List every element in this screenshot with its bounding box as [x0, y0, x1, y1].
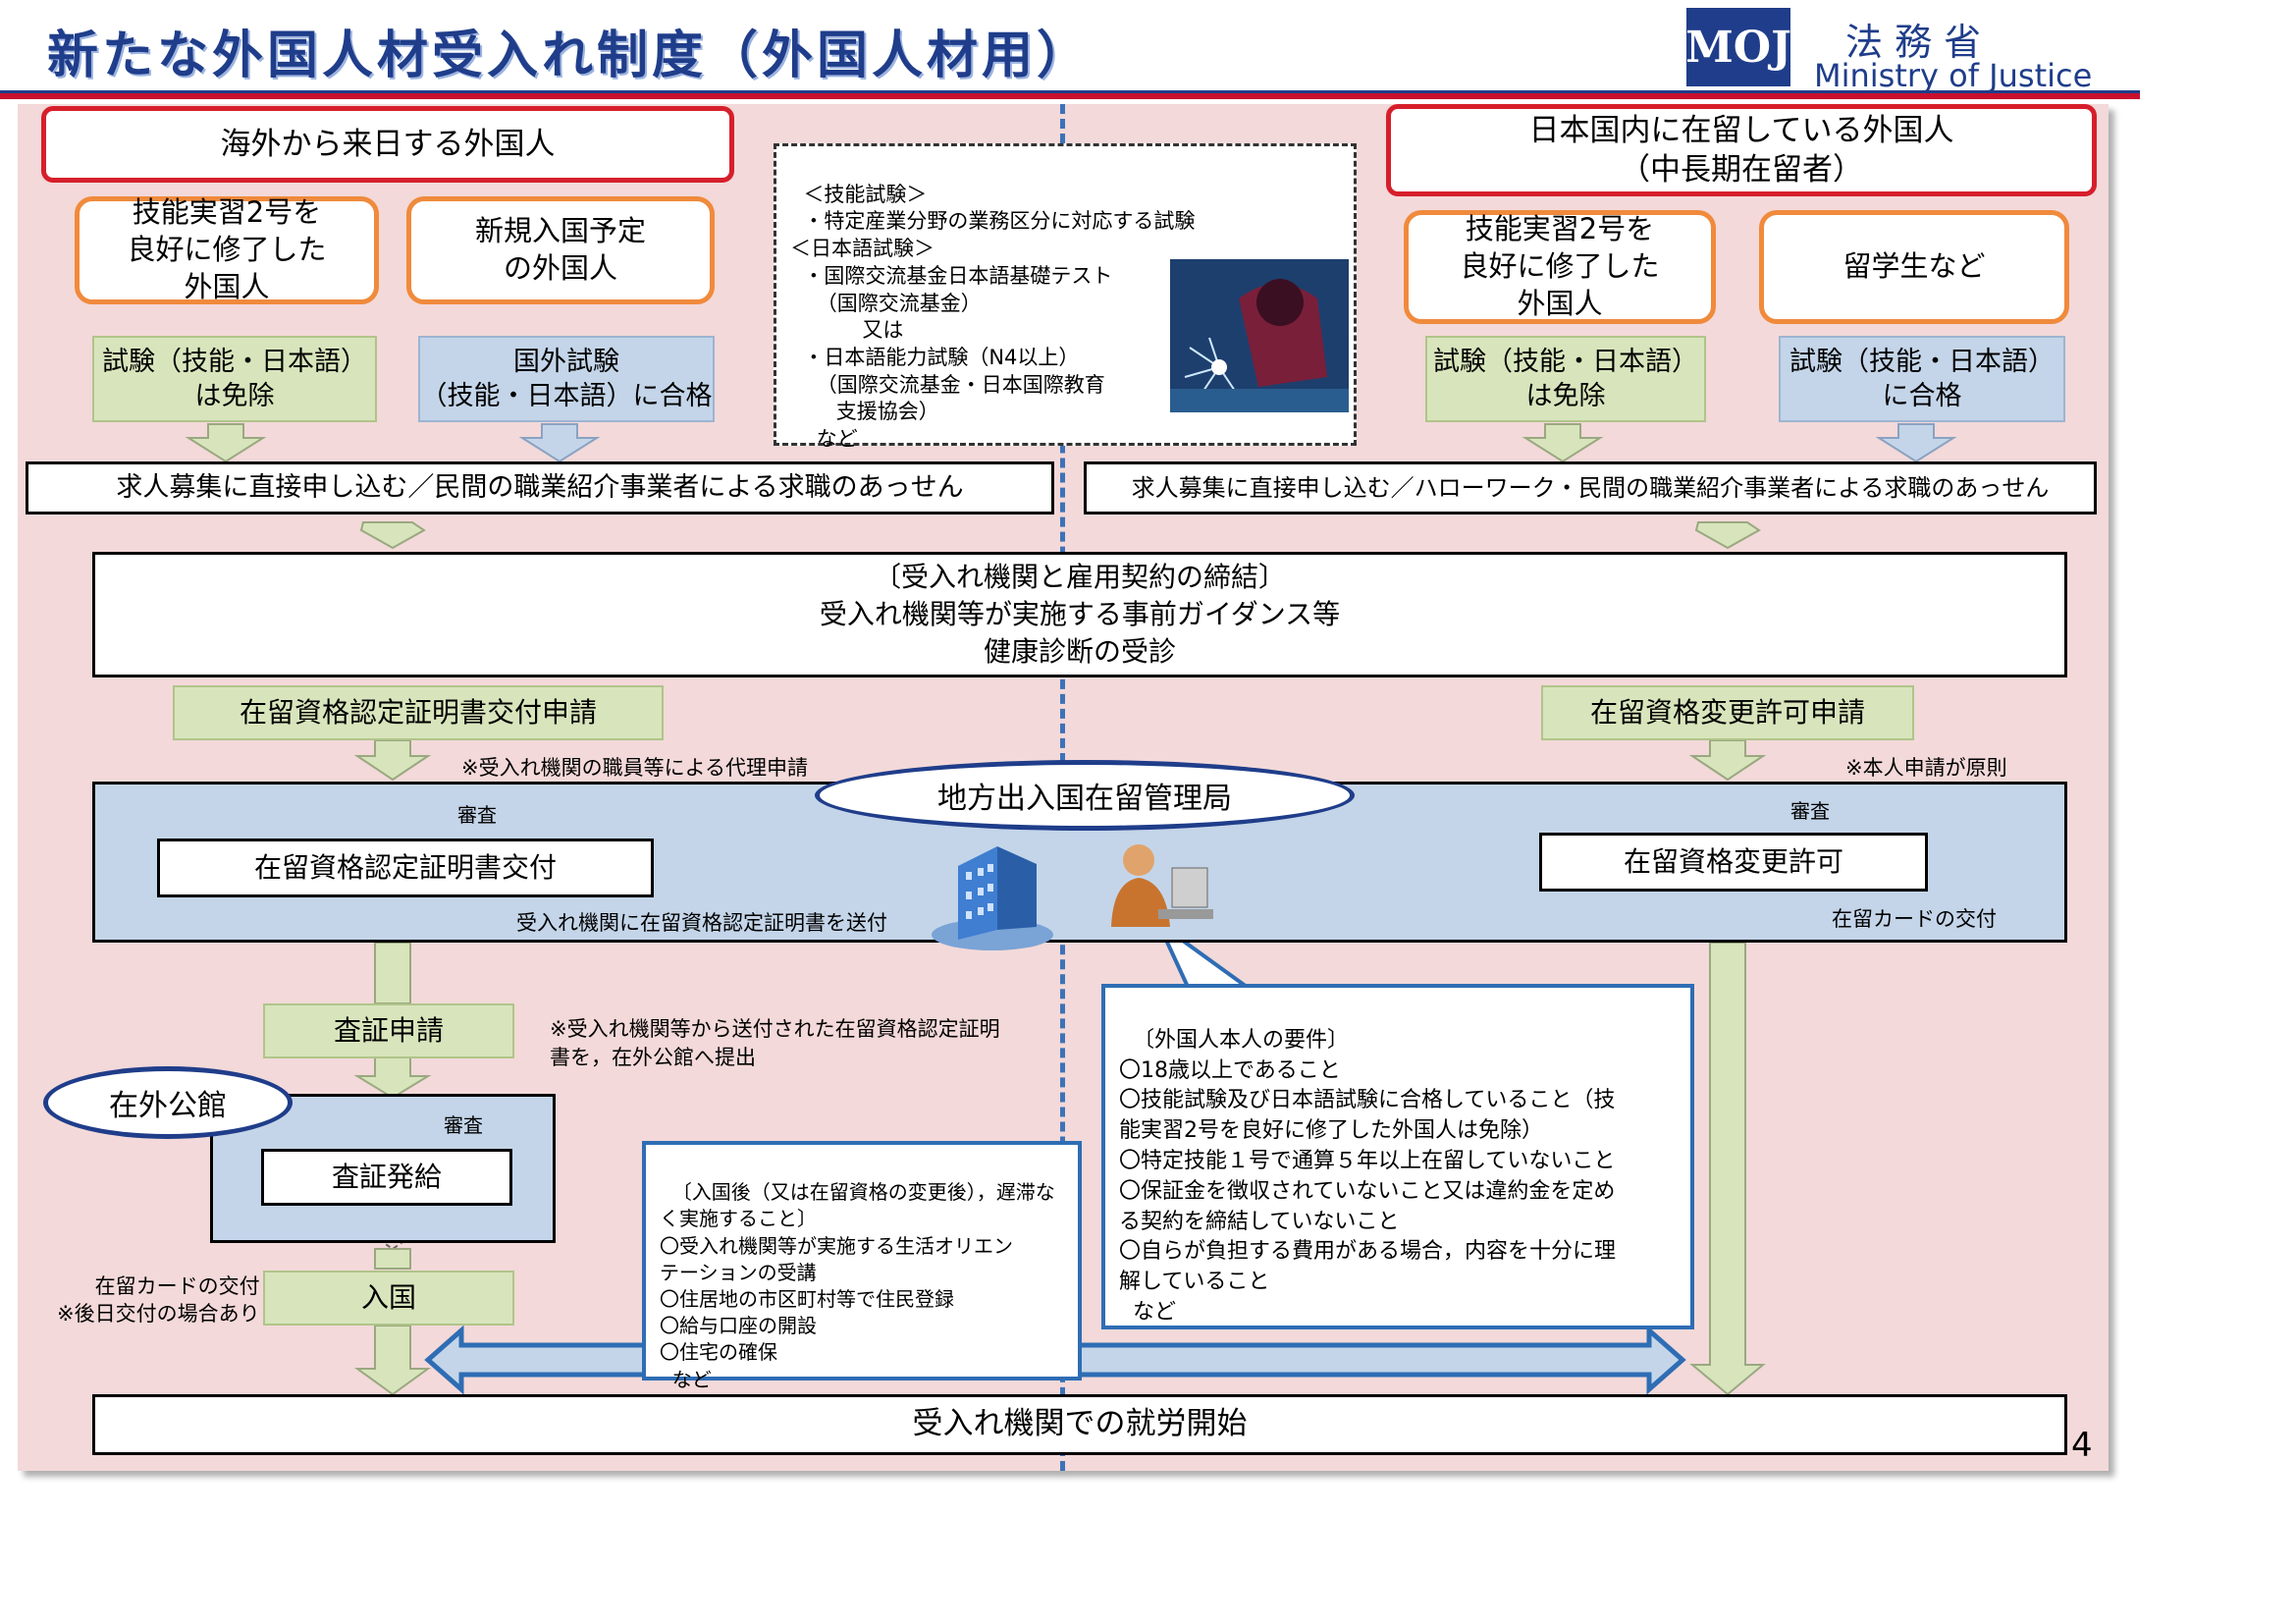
visa-note: ※受入れ機関等から送付された在留資格認定証明 書を，在外公館へ提出 [550, 1017, 1000, 1070]
left-group-a: 技能実習2号を 良好に修了した 外国人 [75, 195, 379, 304]
moj-logo: MOJ [1685, 8, 1791, 86]
left-send-note: 受入れ機関に在留資格認定証明書を送付 [516, 911, 887, 935]
left-exam-a-text: 試験（技能・日本語） は免除 [102, 346, 367, 411]
left-job-box: 求人募集に直接申し込む／民間の職業紹介事業者による求職のあっせん [26, 461, 1054, 514]
arrow-right-lane [1689, 942, 1766, 1396]
right-group-b-text: 留学生など [1842, 249, 1986, 284]
after-entry-box: 〔入国後（又は在留資格の変更後），遅滞な く実施すること〕 〇受入れ機関等が実施… [642, 1141, 1082, 1391]
work-start-text: 受入れ機関での就労開始 [912, 1406, 1248, 1442]
arrow-right-contract [1694, 521, 1761, 550]
right-job-text: 求人募集に直接申し込む／ハローワーク・民間の職業紹介事業者による求職のあっせん [1131, 473, 2050, 502]
right-group-a: 技能実習2号を 良好に修了した 外国人 [1404, 210, 1716, 324]
right-exam-a-text: 試験（技能・日本語） は免除 [1433, 346, 1698, 411]
arrow-right-a [1522, 423, 1604, 463]
lane-left-2 [374, 1248, 411, 1270]
arrow-left-visa [353, 1056, 432, 1100]
page-number: 4 [2071, 1426, 2093, 1465]
lane-left-1 [374, 942, 411, 1004]
left-issue-text: 在留資格認定証明書交付 [253, 851, 557, 885]
arrow-left-b [518, 423, 601, 463]
officer-icon [1099, 839, 1217, 933]
right-exam-b: 試験（技能・日本語） に合格 [1779, 336, 2065, 422]
right-apply-text: 在留資格変更許可申請 [1589, 695, 1865, 729]
left-group-b: 新規入国予定 の外国人 [406, 196, 715, 304]
building-icon [929, 837, 1056, 954]
left-review-label: 審査 [457, 803, 497, 827]
visa-apply-box: 査証申請 [263, 1003, 514, 1058]
card-issue-note: 在留カードの交付 ※後日交付の場合あり [57, 1274, 260, 1326]
right-permit-text: 在留資格変更許可 [1623, 845, 1843, 879]
requirements-box: 〔外国人本人の要件〕 〇18歳以上であること 〇技能試験及び日本語試験に合格して… [1101, 984, 1694, 1329]
right-job-box: 求人募集に直接申し込む／ハローワーク・民間の職業紹介事業者による求職のあっせん [1084, 461, 2097, 514]
left-group-a-text: 技能実習2号を 良好に修了した 外国人 [127, 195, 327, 303]
page-title: 新たな外国人材受入れ制度（外国人材用） [47, 27, 1093, 85]
embassy-text: 在外公館 [109, 1089, 227, 1123]
right-permit-box: 在留資格変更許可 [1539, 833, 1928, 892]
arrow-right-b [1875, 423, 1957, 463]
contract-line2: 受入れ機関等が実施する事前ガイダンス等 [819, 598, 1341, 631]
left-apply-box: 在留資格認定証明書交付申請 [173, 685, 664, 740]
left-job-text: 求人募集に直接申し込む／民間の職業紹介事業者による求職のあっせん [116, 471, 964, 503]
right-apply-note: ※本人申請が原則 [1845, 756, 2007, 780]
left-exam-b: 国外試験 （技能・日本語）に合格 [418, 336, 715, 422]
right-group-b: 留学生など [1759, 210, 2069, 324]
right-review-label: 審査 [1790, 799, 1830, 823]
header-rule-blue [0, 90, 2140, 93]
right-group-a-text: 技能実習2号を 良好に修了した 外国人 [1460, 212, 1660, 320]
arrow-left-entry [353, 1325, 432, 1396]
work-start-box: 受入れ機関での就労開始 [92, 1394, 2067, 1455]
entry-box: 入国 [263, 1271, 514, 1326]
embassy-review-label: 審査 [444, 1113, 483, 1137]
ministry-name-jp: 法 務 省 [1845, 21, 1982, 64]
contract-line3: 健康診断の受診 [983, 634, 1176, 668]
arrow-left-apply [353, 739, 432, 782]
arrow-left-a [185, 423, 267, 463]
left-header-box: 海外から来日する外国人 [41, 106, 734, 183]
right-exam-a: 試験（技能・日本語） は免除 [1425, 336, 1706, 422]
right-exam-b-text: 試験（技能・日本語） に合格 [1789, 346, 2055, 411]
logo-mark: MOJ [1685, 22, 1791, 73]
right-apply-box: 在留資格変更許可申請 [1541, 685, 1914, 740]
right-header-text: 日本国内に在留している外国人 （中長期在留者） [1528, 112, 1954, 188]
right-header-box: 日本国内に在留している外国人 （中長期在留者） [1386, 104, 2097, 196]
header-rule-red [0, 93, 2140, 99]
left-apply-note: ※受入れ機関の職員等による代理申請 [461, 756, 808, 780]
left-header-text: 海外から来日する外国人 [220, 126, 556, 162]
welder-illustration [1170, 259, 1349, 412]
contract-line1: 〔受入れ機関と雇用契約の締結〕 [873, 561, 1286, 594]
right-card-note: 在留カードの交付 [1832, 907, 1997, 931]
visa-apply-text: 査証申請 [333, 1013, 444, 1047]
embassy-label: 在外公館 [43, 1066, 293, 1139]
left-apply-text: 在留資格認定証明書交付申請 [239, 695, 597, 729]
bureau-label: 地方出入国在留管理局 [815, 760, 1355, 831]
ministry-name-en: Ministry of Justice [1814, 57, 2093, 94]
arrow-left-contract [359, 521, 426, 550]
visa-issue-box: 査証発給 [261, 1149, 512, 1206]
left-exam-b-text: 国外試験 （技能・日本語）に合格 [420, 346, 713, 411]
contract-box: 〔受入れ機関と雇用契約の締結〕 受入れ機関等が実施する事前ガイダンス等 健康診断… [92, 552, 2067, 677]
entry-text: 入国 [360, 1280, 416, 1314]
left-exam-a: 試験（技能・日本語） は免除 [92, 336, 377, 422]
left-issue-box: 在留資格認定証明書交付 [157, 839, 654, 897]
requirements-text: 〔外国人本人の要件〕 〇18歳以上であること 〇技能試験及び日本語試験に合格して… [1119, 1027, 1617, 1325]
after-entry-text: 〔入国後（又は在留資格の変更後），遅滞な く実施すること〕 〇受入れ機関等が実施… [660, 1180, 1055, 1391]
exam-info-text: ＜技能試験＞ ・特定産業分野の業務区分に対応する試験 ＜日本語試験＞ ・国際交流… [790, 182, 1196, 452]
bureau-text: 地方出入国在留管理局 [937, 782, 1232, 816]
left-group-b-text: 新規入国予定 の外国人 [474, 214, 646, 285]
arrow-right-apply [1688, 739, 1767, 782]
visa-issue-text: 査証発給 [331, 1161, 442, 1194]
